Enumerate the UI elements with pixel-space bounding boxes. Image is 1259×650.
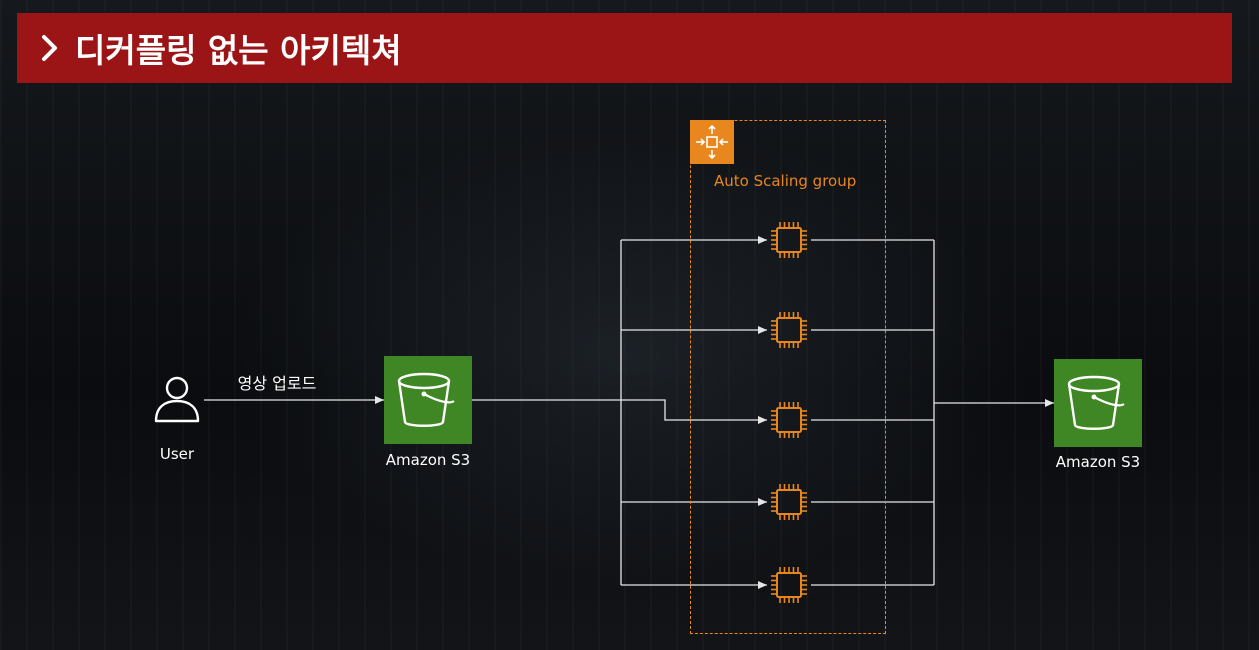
page-title: 디커플링 없는 아키텍쳐 [75,31,402,70]
source-s3-label: Amazon S3 [385,451,471,469]
user-icon [154,376,200,423]
edge-label-upload: 영상 업로드 [237,374,317,393]
ec2-instance-icon [771,312,807,348]
ec2-instance-icon [771,484,807,520]
source-s3-bucket [384,356,472,444]
ec2-instance-icon [771,567,807,603]
auto-scaling-icon [690,120,734,164]
chevron-right-icon [42,35,57,61]
ec2-instance-icon [771,222,807,258]
bucket-icon [1067,375,1125,430]
bucket-icon [397,372,455,427]
target-s3-label: Amazon S3 [1055,453,1141,471]
target-s3-bucket [1054,359,1142,447]
auto-scaling-group-label: Auto Scaling group [714,172,857,190]
auto-scaling-group [690,120,886,634]
user-label: User [159,445,195,463]
title-banner: 디커플링 없는 아키텍쳐 [17,13,1232,83]
edge-to-instance-3 [621,399,767,424]
ec2-instance-icon [771,402,807,438]
